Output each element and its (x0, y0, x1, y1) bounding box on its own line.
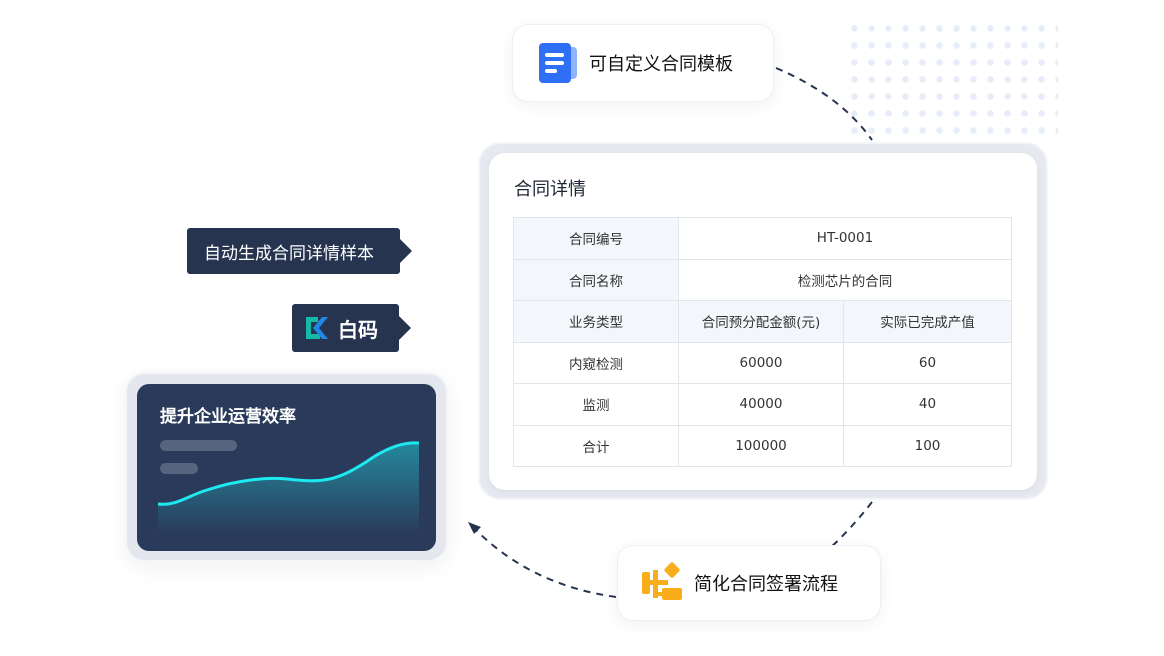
simplify-flow-label: 简化合同签署流程 (694, 574, 838, 595)
placeholder-bar (160, 463, 198, 474)
brand-name: 白码 (338, 317, 378, 342)
table-cell: 40000 (678, 383, 844, 426)
simplify-flow-pill: 简化合同签署流程 (617, 545, 881, 621)
column-header: 实际已完成产值 (843, 300, 1012, 343)
table-cell: 40 (843, 383, 1012, 426)
efficiency-title: 提升企业运营效率 (160, 407, 296, 427)
table-cell: 100 (843, 424, 1012, 467)
generate-sample-label: 自动生成合同详情样本 (204, 243, 374, 264)
table-cell: 100000 (678, 424, 844, 467)
table-cell: 60 (843, 341, 1012, 384)
table-cell: 监测 (513, 383, 679, 426)
contract-title: 合同详情 (514, 179, 586, 200)
trend-chart (157, 441, 420, 534)
table-cell: 内窥检测 (513, 341, 679, 384)
trend-line (157, 441, 420, 506)
table-cell: HT-0001 (678, 217, 1012, 260)
brand-logo-icon (304, 315, 330, 341)
column-header: 合同预分配金额(元) (678, 300, 844, 343)
custom-template-label: 可自定义合同模板 (589, 54, 733, 75)
table-row: 合同名称检测芯片的合同 (513, 258, 1012, 301)
dot-pattern (846, 20, 1058, 142)
table-cell: 合同编号 (513, 217, 679, 260)
document-icon (537, 43, 577, 83)
table-cell: 合同名称 (513, 258, 679, 301)
custom-template-pill: 可自定义合同模板 (512, 24, 774, 102)
efficiency-card: 提升企业运营效率 (137, 384, 436, 551)
placeholder-bar (160, 440, 237, 451)
table-cell: 60000 (678, 341, 844, 384)
column-header: 业务类型 (513, 300, 679, 343)
generate-sample-tag: 自动生成合同详情样本 (187, 228, 412, 274)
table-cell: 合计 (513, 424, 679, 467)
table-cell: 检测芯片的合同 (678, 258, 1012, 301)
brand-tag: 白码 (292, 304, 411, 352)
flowchart-icon (642, 562, 684, 604)
table-header-row: 业务类型合同预分配金额(元)实际已完成产值 (513, 300, 1012, 343)
